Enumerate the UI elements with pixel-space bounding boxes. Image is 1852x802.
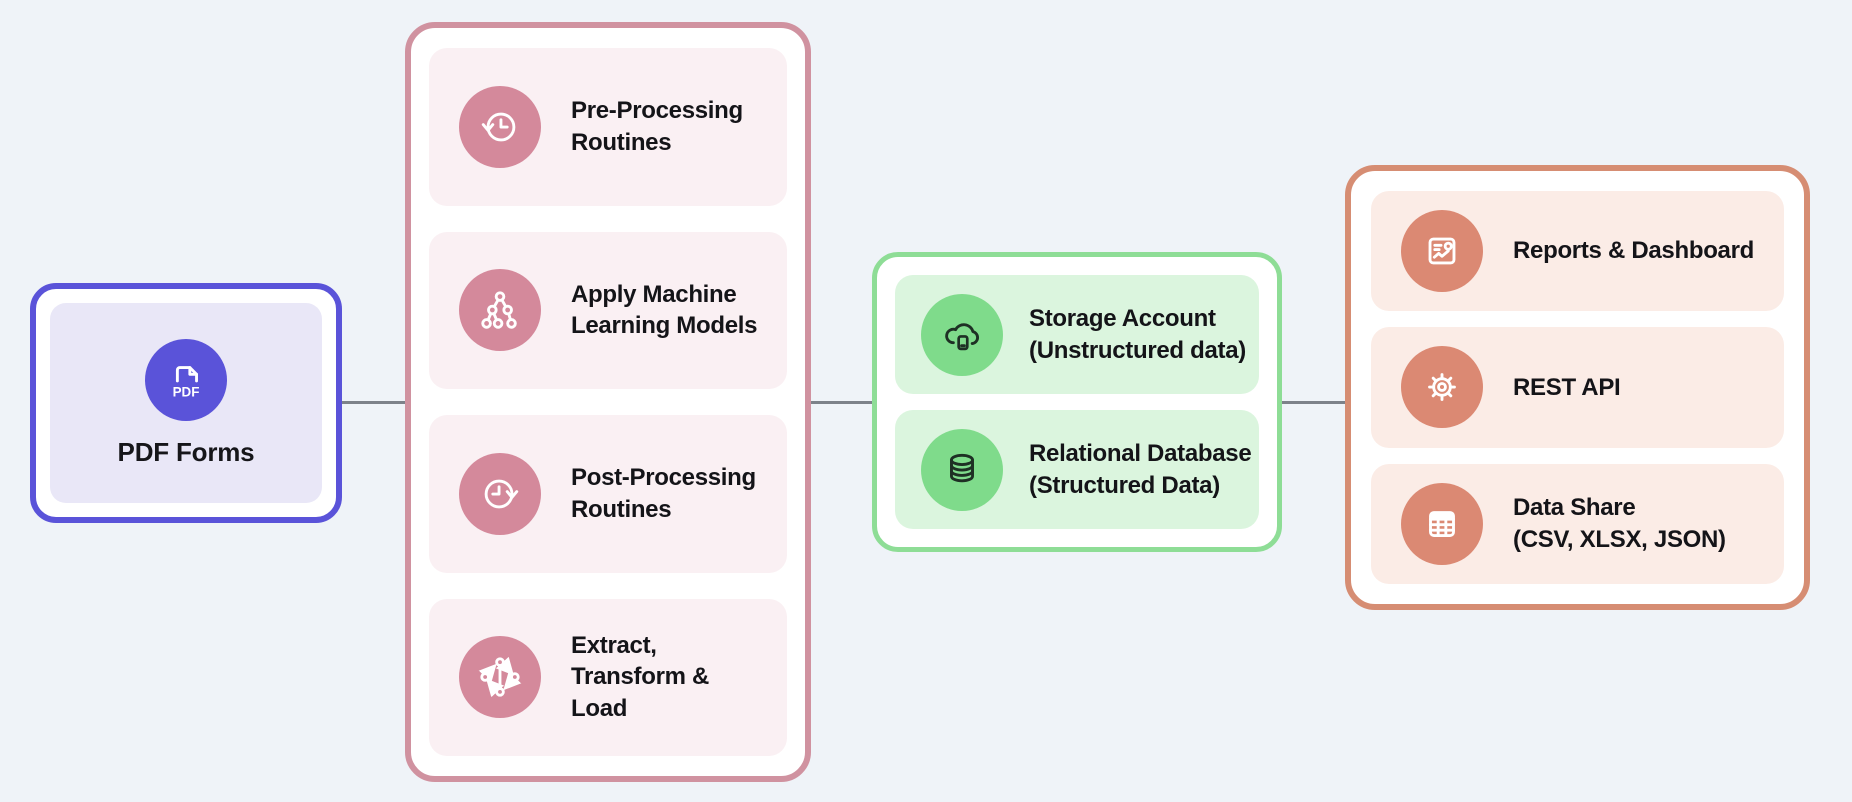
ml-tree-icon: [459, 269, 541, 352]
card-extract-transform-load: Extract, Transform & Load: [429, 598, 787, 756]
clock-forward-icon: [459, 452, 541, 535]
group-storage: Storage Account (Unstructured data) Rela…: [872, 252, 1282, 552]
pdf-forms-panel: PDF PDF Forms: [50, 303, 322, 503]
node-label: PDF Forms: [117, 436, 255, 467]
card-pre-processing-routines: Pre-Processing Routines: [429, 48, 787, 206]
card-reports-dashboard: Reports & Dashboard: [1371, 191, 1784, 312]
database-icon: [921, 428, 1003, 511]
card-storage-account: Storage Account (Unstructured data): [895, 275, 1259, 394]
card-label: Reports & Dashboard: [1513, 237, 1755, 265]
cloud-storage-icon: [921, 293, 1003, 376]
card-label: Extract, Transform & Load: [571, 631, 710, 723]
card-rest-api: REST API: [1371, 327, 1784, 448]
history-clock-icon: [459, 85, 541, 168]
card-label: Pre-Processing Routines: [571, 97, 743, 156]
flow-connector-line: [340, 401, 1346, 404]
card-label: REST API: [1513, 373, 1621, 401]
card-label: Storage Account (Unstructured data): [1029, 304, 1246, 364]
etl-distribute-icon: [459, 636, 541, 719]
node-pdf-forms: PDF PDF Forms: [30, 283, 342, 523]
pdf-file-icon: PDF: [145, 338, 227, 421]
card-label: Post-Processing Routines: [571, 464, 756, 523]
report-image-icon: [1401, 210, 1483, 293]
card-label: Apply Machine Learning Models: [571, 280, 758, 340]
card-label: Data Share (CSV, XLSX, JSON): [1513, 494, 1726, 553]
card-post-processing-routines: Post-Processing Routines: [429, 415, 787, 573]
card-relational-database: Relational Database (Structured Data): [895, 410, 1259, 529]
card-apply-ml-models: Apply Machine Learning Models: [429, 231, 787, 389]
table-grid-icon: [1401, 482, 1483, 565]
group-outputs: Reports & Dashboard REST API Data Sh: [1345, 165, 1810, 610]
group-processing: Pre-Processing Routines Apply Machine Le…: [405, 22, 811, 782]
pdf-icon-text: PDF: [173, 384, 200, 399]
pdf-file-icon: PDF: [173, 365, 200, 399]
card-data-share: Data Share (CSV, XLSX, JSON): [1371, 463, 1784, 584]
card-label: Relational Database (Structured Data): [1029, 439, 1252, 499]
gear-icon: [1401, 346, 1483, 429]
